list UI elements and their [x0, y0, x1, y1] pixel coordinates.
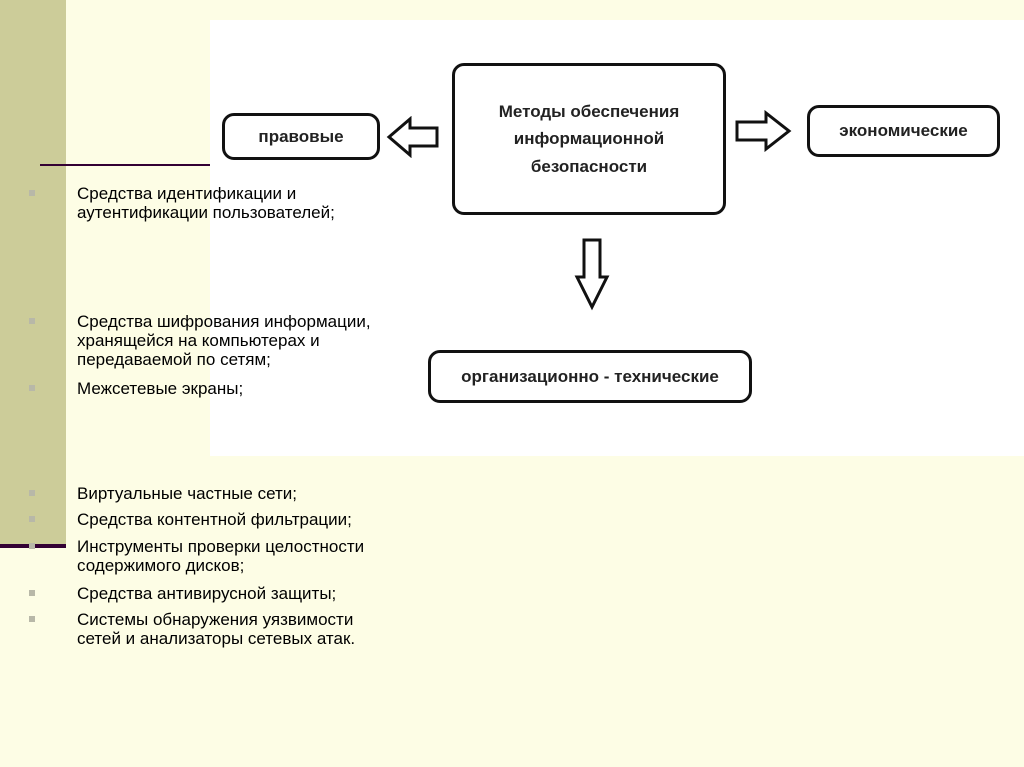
arrow-left-icon — [386, 116, 439, 158]
arrow-right-icon — [735, 110, 792, 152]
list-item: Средства контентной фильтрации; — [29, 510, 497, 529]
list-item: Системы обнаружения уязвимости сетей и а… — [29, 610, 497, 648]
list-item: Виртуальные частные сети; — [29, 484, 497, 503]
diagram-center-box: Методы обеспечения информационной безопа… — [452, 63, 726, 215]
list-item: Средства идентификации и аутентификации … — [29, 184, 497, 222]
decorative-strip — [0, 0, 66, 545]
diagram-left-box: правовые — [222, 113, 380, 160]
list-item: Межсетевые экраны; — [29, 379, 497, 398]
list-item: Средства антивирусной защиты; — [29, 584, 497, 603]
list-item: Инструменты проверки целостности содержи… — [29, 537, 497, 575]
diagram-bottom-box: организационно - технические — [428, 350, 752, 403]
list-item: Средства шифрования информации, хранящей… — [29, 312, 497, 369]
arrow-down-icon — [574, 238, 610, 311]
title-divider — [40, 164, 210, 166]
diagram-right-box: экономические — [807, 105, 1000, 157]
